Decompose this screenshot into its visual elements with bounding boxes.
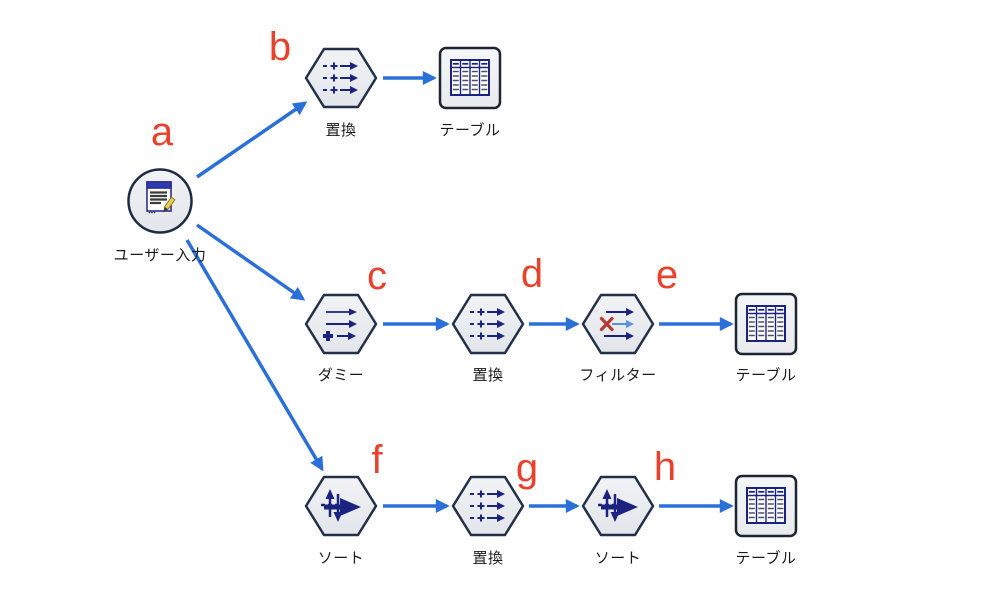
marker-label-g: g bbox=[515, 446, 539, 490]
node-label-sort-h: ソート bbox=[594, 550, 642, 567]
dummy-icon bbox=[304, 292, 378, 356]
node-label-table-3: テーブル bbox=[735, 550, 797, 567]
marker-label-c: c bbox=[367, 254, 387, 298]
marker-label-f: f bbox=[371, 438, 383, 482]
node-label-filler-d: 置換 bbox=[472, 367, 504, 384]
sort-icon bbox=[304, 474, 378, 538]
node-table-2[interactable] bbox=[734, 292, 798, 356]
node-table-1[interactable] bbox=[438, 46, 502, 110]
marker-label-b: b bbox=[268, 25, 292, 69]
node-label-filler-g: 置換 bbox=[472, 550, 504, 567]
marker-label-d: d bbox=[520, 252, 544, 296]
user-input-icon bbox=[125, 166, 195, 236]
node-filler-d[interactable] bbox=[451, 292, 525, 356]
node-user-input-a[interactable] bbox=[125, 166, 195, 236]
node-label-table-2: テーブル bbox=[735, 367, 797, 384]
filler-icon bbox=[451, 474, 525, 538]
table-icon bbox=[438, 46, 502, 110]
node-label-user-input: ユーザー入力 bbox=[113, 247, 207, 264]
node-label-filter-e: フィルター bbox=[579, 367, 657, 384]
node-filter-e[interactable] bbox=[581, 292, 655, 356]
table-icon bbox=[734, 474, 798, 538]
node-dummy-c[interactable] bbox=[304, 292, 378, 356]
connector-a-f bbox=[185, 239, 324, 472]
node-sort-f[interactable] bbox=[304, 474, 378, 538]
marker-label-a: a bbox=[150, 110, 174, 154]
node-sort-h[interactable] bbox=[581, 474, 655, 538]
node-label-table-1: テーブル bbox=[439, 122, 501, 139]
filler-icon bbox=[451, 292, 525, 356]
table-icon bbox=[734, 292, 798, 356]
node-filler-b[interactable] bbox=[304, 46, 378, 110]
filler-icon bbox=[304, 46, 378, 110]
marker-label-e: e bbox=[655, 253, 679, 297]
sort-icon bbox=[581, 474, 655, 538]
node-filler-g[interactable] bbox=[451, 474, 525, 538]
node-table-3[interactable] bbox=[734, 474, 798, 538]
node-label-sort-f: ソート bbox=[317, 550, 365, 567]
node-label-filler-b: 置換 bbox=[325, 122, 357, 139]
marker-label-h: h bbox=[653, 445, 677, 489]
node-label-dummy-c: ダミー bbox=[317, 367, 365, 384]
connector-a-b bbox=[196, 101, 308, 179]
filter-icon bbox=[581, 292, 655, 356]
